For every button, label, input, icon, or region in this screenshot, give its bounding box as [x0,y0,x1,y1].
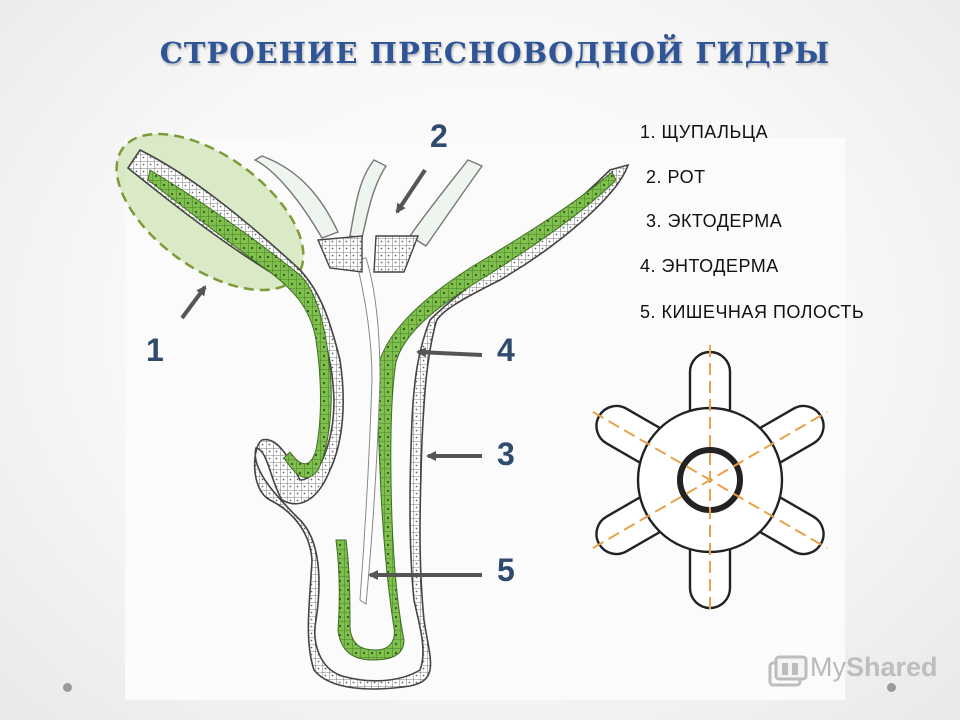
corner-dot-right [887,683,896,692]
endoderm-layer [147,169,332,478]
label-mouth: 2 [430,118,448,154]
label-endoderm: 4 [497,332,515,368]
watermark-text: MyShared [810,652,938,682]
endoderm-layer-right [335,171,617,661]
arrow-icon [416,347,483,358]
upper-tentacle-center [349,159,388,239]
slide-icon [768,655,808,687]
label-gastric-cavity: 5 [497,552,515,588]
mouth-opening [316,235,420,273]
upper-tentacle-right [409,159,484,247]
arrow-icon [180,285,207,320]
slide-title: СТРОЕНИЕ ПРЕСНОВОДНОЙ ГИДРЫ [159,36,831,70]
legend-item-tentacles: 1. ЩУПАЛЬЦА [640,122,769,142]
watermark: MyShared [770,652,938,683]
arrow-icon [395,168,427,214]
gastric-cavity [355,257,381,605]
cross-section-icon [592,345,828,615]
corner-dot-left [63,683,72,692]
legend-item-mouth: 2. РОТ [646,167,706,187]
legend-item-gastric-cavity: 5. КИШЕЧНАЯ ПОЛОСТЬ [640,302,865,322]
upper-tentacle-left [253,155,339,239]
legend-item-endoderm: 4. ЭНТОДЕРМА [640,256,779,276]
legend-item-ectoderm: 3. ЭКТОДЕРМА [646,211,783,231]
label-tentacle: 1 [146,332,164,368]
label-ectoderm: 3 [497,436,515,472]
